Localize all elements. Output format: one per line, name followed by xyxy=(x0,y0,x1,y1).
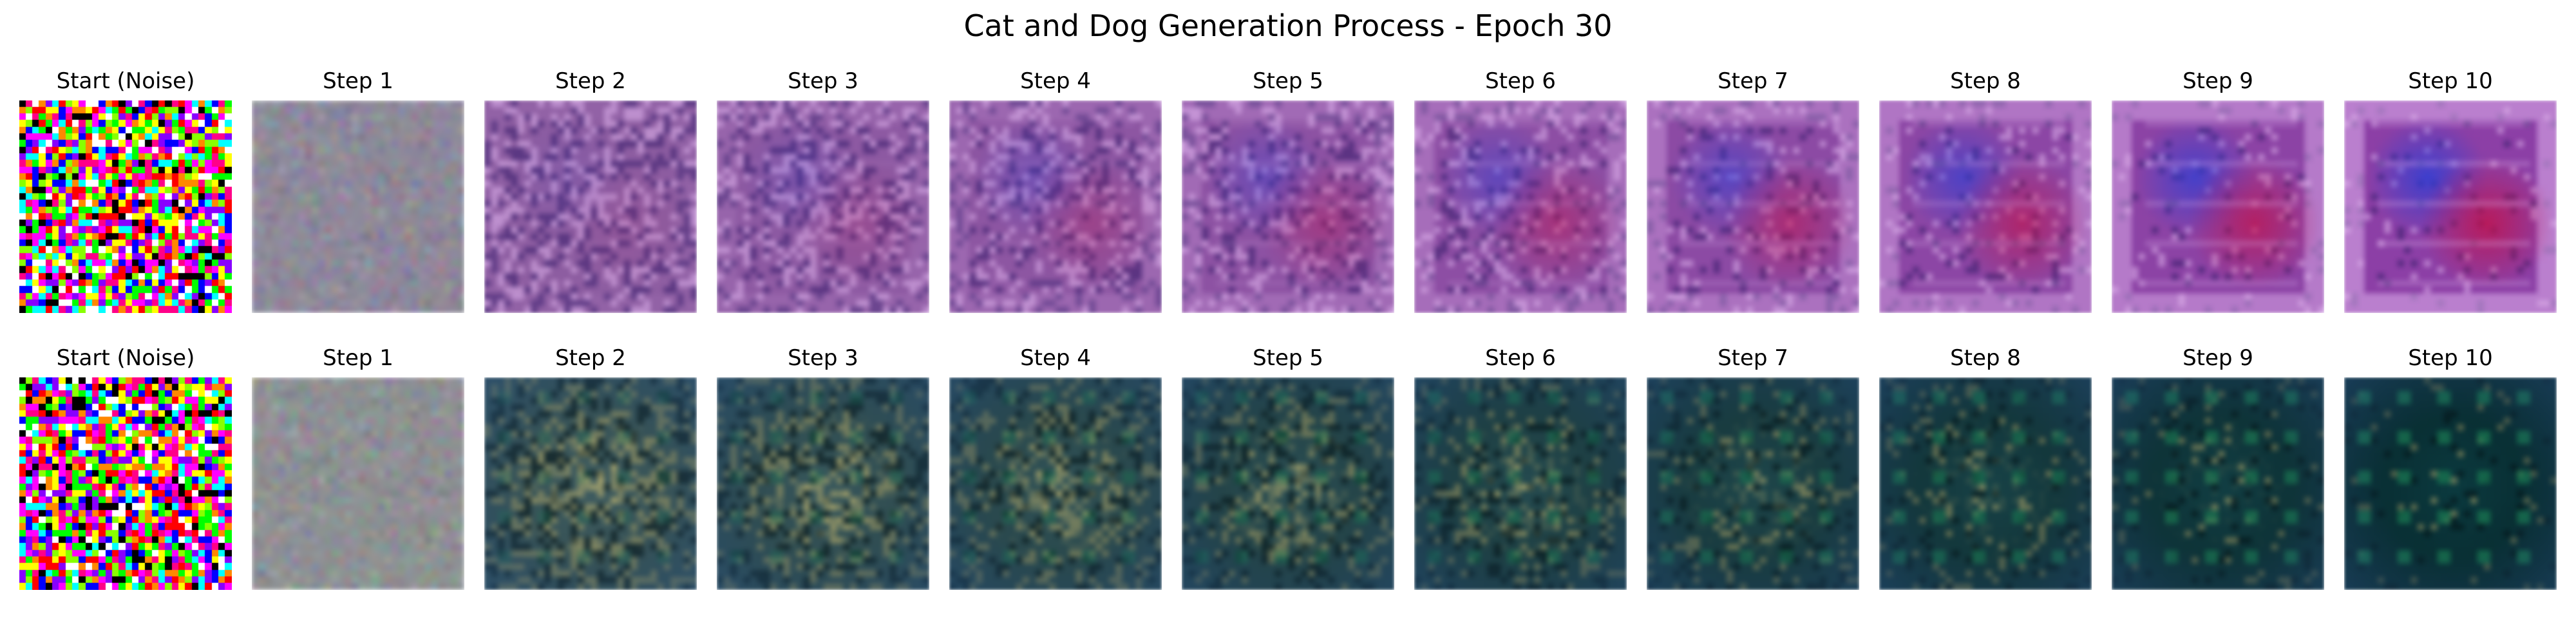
panel-title: Step 4 xyxy=(1020,68,1091,94)
generated-image xyxy=(19,377,232,590)
generated-image xyxy=(1182,100,1394,313)
generated-image xyxy=(19,100,232,313)
panel-title: Step 6 xyxy=(1485,68,1556,94)
generated-image xyxy=(949,100,1162,313)
panel-title: Step 7 xyxy=(1718,68,1788,94)
generated-image xyxy=(2112,100,2324,313)
panel-title: Start (Noise) xyxy=(56,345,195,371)
panel-title: Step 9 xyxy=(2183,345,2253,371)
panel-title: Step 1 xyxy=(323,345,393,371)
panel-step-7: Step 7 xyxy=(1647,341,1859,612)
panel-step-4: Step 4 xyxy=(949,64,1162,335)
generated-image xyxy=(1182,377,1394,590)
panel-step-1: Step 1 xyxy=(252,341,464,612)
generated-image xyxy=(484,100,697,313)
generated-image xyxy=(1879,100,2092,313)
panel-title: Start (Noise) xyxy=(56,68,195,94)
panel-title: Step 8 xyxy=(1950,345,2021,371)
panel-step-5: Step 5 xyxy=(1182,64,1394,335)
generated-image xyxy=(949,377,1162,590)
generated-image xyxy=(1647,100,1859,313)
panel-step-3: Step 3 xyxy=(717,64,929,335)
panel-title: Step 10 xyxy=(2408,345,2493,371)
generation-row-1: Start (Noise) Step 1 Step 2 Step 3 Step … xyxy=(0,64,2576,335)
panel-step-7: Step 7 xyxy=(1647,64,1859,335)
panel-step-3: Step 3 xyxy=(717,341,929,612)
panel-step-8: Step 8 xyxy=(1879,64,2092,335)
panel-step-5: Step 5 xyxy=(1182,341,1394,612)
panel-step-4: Step 4 xyxy=(949,341,1162,612)
panel-title: Step 10 xyxy=(2408,68,2493,94)
panel-title: Step 6 xyxy=(1485,345,1556,371)
generated-image xyxy=(484,377,697,590)
figure-title: Cat and Dog Generation Process - Epoch 3… xyxy=(963,8,1613,43)
panel-start-noise: Start (Noise) xyxy=(19,341,232,612)
panel-step-9: Step 9 xyxy=(2112,341,2324,612)
panel-step-2: Step 2 xyxy=(484,64,697,335)
panel-title: Step 7 xyxy=(1718,345,1788,371)
generated-image xyxy=(1879,377,2092,590)
panel-title: Step 3 xyxy=(788,68,858,94)
panel-step-10: Step 10 xyxy=(2344,64,2557,335)
generation-row-2: Start (Noise) Step 1 Step 2 Step 3 Step … xyxy=(0,341,2576,612)
generated-image xyxy=(1414,377,1627,590)
generated-image xyxy=(2344,377,2557,590)
panel-title: Step 1 xyxy=(323,68,393,94)
panel-step-6: Step 6 xyxy=(1414,64,1627,335)
generated-image xyxy=(252,100,464,313)
generated-image xyxy=(1647,377,1859,590)
panel-step-2: Step 2 xyxy=(484,341,697,612)
panel-title: Step 2 xyxy=(555,345,626,371)
generated-image xyxy=(2344,100,2557,313)
panel-title: Step 8 xyxy=(1950,68,2021,94)
panel-title: Step 9 xyxy=(2183,68,2253,94)
panel-title: Step 5 xyxy=(1253,345,1323,371)
generated-image xyxy=(2112,377,2324,590)
panel-title: Step 3 xyxy=(788,345,858,371)
panel-step-1: Step 1 xyxy=(252,64,464,335)
generated-image xyxy=(1414,100,1627,313)
panel-step-9: Step 9 xyxy=(2112,64,2324,335)
panel-step-6: Step 6 xyxy=(1414,341,1627,612)
panel-start-noise: Start (Noise) xyxy=(19,64,232,335)
panel-step-8: Step 8 xyxy=(1879,341,2092,612)
generated-image xyxy=(717,100,929,313)
generated-image xyxy=(717,377,929,590)
panel-step-10: Step 10 xyxy=(2344,341,2557,612)
panel-title: Step 2 xyxy=(555,68,626,94)
panel-title: Step 4 xyxy=(1020,345,1091,371)
generated-image xyxy=(252,377,464,590)
panel-title: Step 5 xyxy=(1253,68,1323,94)
